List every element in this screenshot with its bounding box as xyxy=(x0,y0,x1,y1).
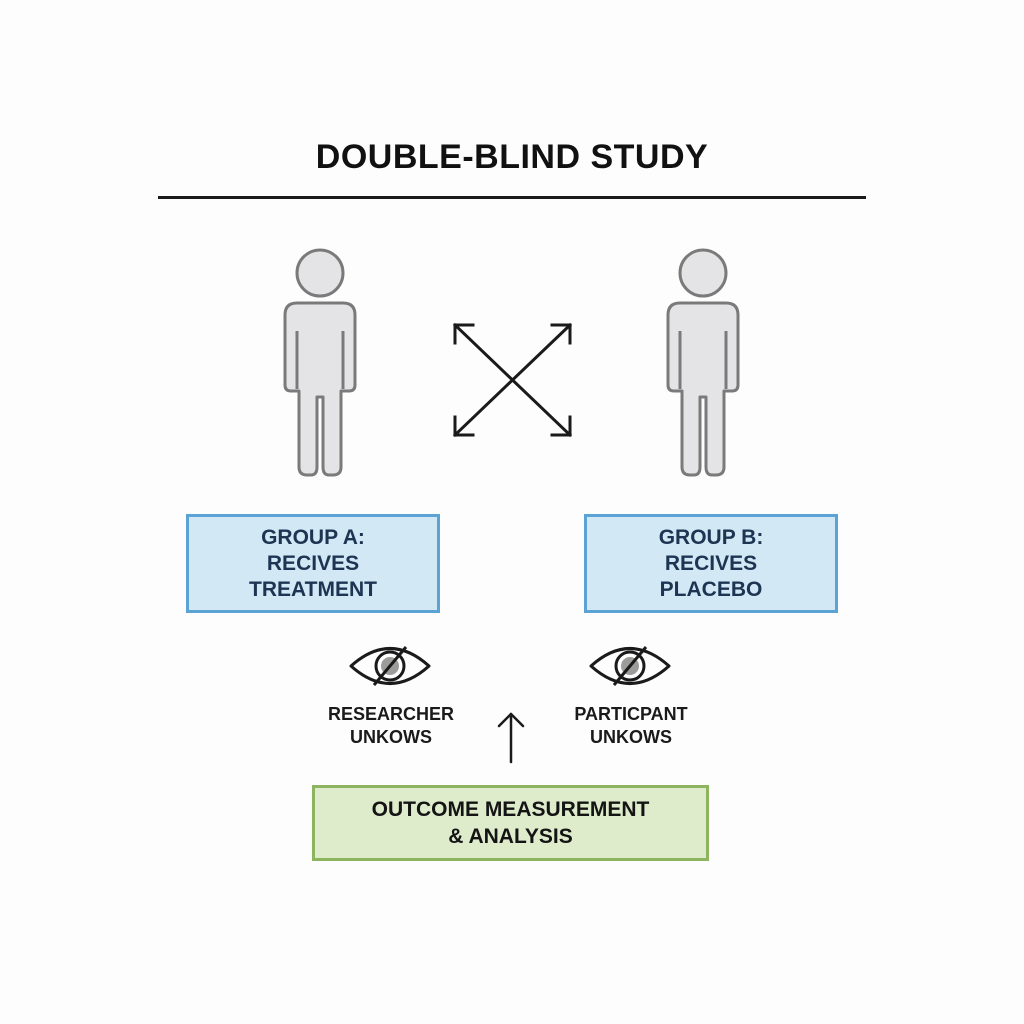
group-b-line-1: GROUP B: xyxy=(658,525,764,549)
participant-label-line-1: PARTICPANT xyxy=(574,704,688,724)
group-a-box: GROUP A: RECIVES TREATMENT xyxy=(186,514,440,613)
participant-blind-label: PARTICPANT UNKOWS xyxy=(531,703,731,749)
researcher-label-line-2: UNKOWS xyxy=(350,727,432,747)
researcher-blind-label: RESEARCHER UNKOWS xyxy=(291,703,491,749)
title-divider xyxy=(158,196,866,199)
group-b-line-3: PLACEBO xyxy=(659,577,763,601)
diagram-title: DOUBLE-BLIND STUDY xyxy=(315,138,709,176)
group-b-line-2: RECIVES xyxy=(664,551,758,575)
researcher-label-line-1: RESEARCHER xyxy=(327,704,455,724)
group-b-box: GROUP B: RECIVES PLACEBO xyxy=(584,514,838,613)
outcome-line-2: & ANALYSIS xyxy=(448,825,573,848)
outcome-line-1: OUTCOME MEASUREMENT xyxy=(371,798,650,821)
cross-arrows-icon xyxy=(452,322,573,438)
person-icon-group-a xyxy=(283,248,357,477)
outcome-box: OUTCOME MEASUREMENT & ANALYSIS xyxy=(312,785,709,861)
eye-crossed-icon-researcher xyxy=(349,646,431,686)
eye-crossed-icon-participant xyxy=(589,646,671,686)
up-arrow-icon xyxy=(497,712,525,764)
participant-label-line-2: UNKOWS xyxy=(590,727,672,747)
group-a-line-2: RECIVES xyxy=(266,551,360,575)
person-icon-group-b xyxy=(666,248,740,477)
group-a-line-3: TREATMENT xyxy=(249,577,377,601)
group-a-line-1: GROUP A: xyxy=(261,525,365,549)
